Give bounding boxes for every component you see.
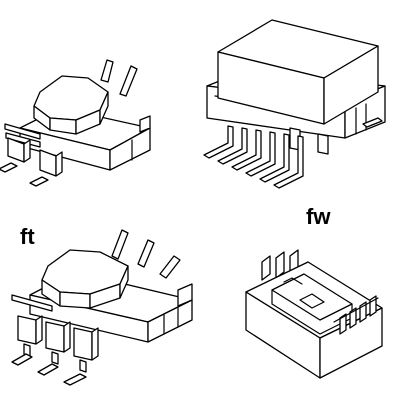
label-ft: ft: [20, 224, 35, 249]
smd-inductor-ft: [11, 229, 193, 386]
smd-inductor-top-left: [0, 59, 151, 187]
label-fw: fw: [306, 204, 331, 229]
smd-transformer-top-right: [203, 19, 386, 189]
gull-wing-pins: [203, 125, 304, 189]
coil-former-fw: [245, 249, 383, 379]
